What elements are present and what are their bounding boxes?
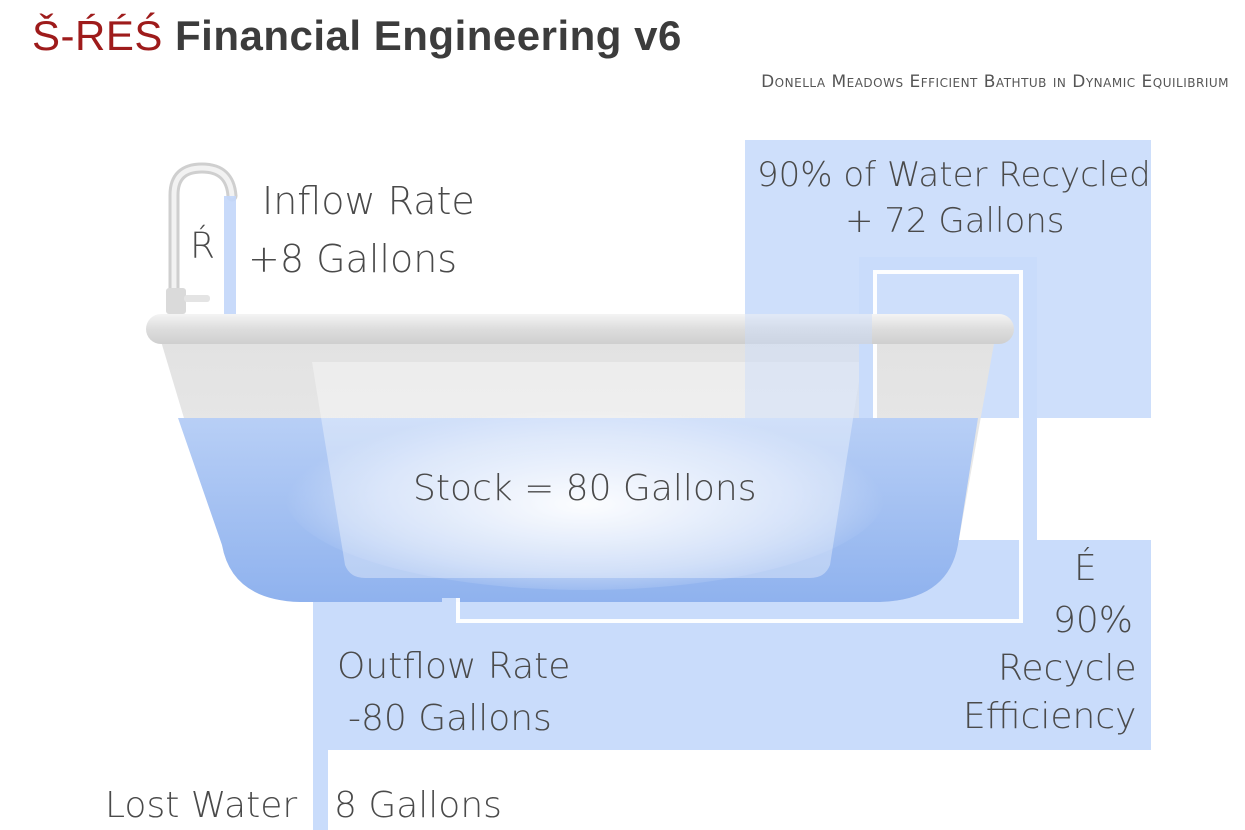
- lost-water-drain: [313, 740, 328, 830]
- inflow-title: Inflow Rate: [262, 179, 475, 223]
- recycled-value: + 72 Gallons: [845, 201, 1065, 241]
- page-subtitle: Donella Meadows Efficient Bathtub in Dyn…: [761, 72, 1229, 92]
- efficiency-line2: Efficiency: [963, 696, 1137, 737]
- efficiency-symbol: É: [1074, 548, 1097, 589]
- page-title: Š-ŔÉŚ Financial Engineering v6: [32, 8, 682, 64]
- title-text: Financial Engineering v6: [175, 12, 682, 59]
- recycled-title: 90% of Water Recycled: [757, 155, 1151, 195]
- outflow-value: -80 Gallons: [348, 698, 552, 739]
- bathtub-rim: [146, 314, 1014, 344]
- tub-inner-panel: [312, 362, 862, 578]
- faucet-symbol: Ŕ: [190, 226, 216, 267]
- brand-name: Š-ŔÉŚ: [32, 12, 163, 59]
- efficiency-line1: Recycle: [998, 648, 1137, 689]
- recycle-loop: [442, 257, 1037, 637]
- outflow-title: Outflow Rate: [337, 646, 571, 687]
- stock-label: Stock = 80 Gallons: [413, 468, 757, 509]
- water-highlight: [285, 400, 885, 590]
- lost-water-value: 8 Gallons: [334, 785, 502, 826]
- lost-water-title: Lost Water: [105, 785, 298, 826]
- efficiency-percent: 90%: [1053, 600, 1134, 641]
- faucet-icon: [166, 162, 238, 318]
- inflow-value: +8 Gallons: [248, 237, 458, 281]
